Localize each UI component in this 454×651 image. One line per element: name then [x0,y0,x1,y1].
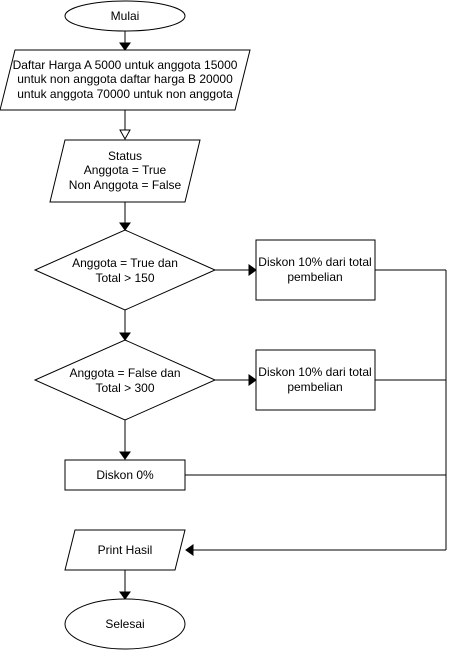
arrowhead-open-prices-to-status [119,129,131,141]
member-decision-line-2: Total > 150 [95,271,154,285]
arrowhead-decision2-to-discount2 [248,374,257,386]
arrowhead-decision1-to-discount1 [248,264,257,276]
arrowhead-merge-to-output [185,544,194,556]
nonmember-discount-line-2: pembelian [287,380,342,394]
member-discount-process: Diskon 10% dari total pembelian [255,239,376,301]
member-discount-line-2: pembelian [287,270,342,284]
arrowhead-decision1-to-decision2 [119,332,131,341]
price-list-input: Daftar Harga A 5000 untuk anggota 15000 … [0,49,251,111]
status-line-1: Status [108,149,142,163]
print-output: Print Hasil [64,529,186,571]
zero-discount-process: Diskon 0% [64,459,186,491]
nonmember-decision-line-1: Anggota = False dan [69,366,180,380]
arrowhead-start-to-prices [119,42,131,51]
member-discount-line-1: Diskon 10% dari total [258,255,371,269]
nonmember-decision: Anggota = False dan Total > 300 [33,339,217,421]
member-decision-line-1: Anggota = True dan [72,256,178,270]
start-label: Mulai [111,9,140,23]
member-decision: Anggota = True dan Total > 150 [33,229,217,311]
status-input: Status Anggota = True Non Anggota = Fals… [49,139,201,203]
nonmember-discount-process: Diskon 10% dari total pembelian [255,349,376,411]
status-line-3: Non Anggota = False [69,178,182,192]
zero-discount-label: Diskon 0% [96,468,154,482]
price-list-line-2: untuk non anggota daftar harga B 20000 [17,72,233,86]
start-terminator: Mulai [64,0,186,32]
end-terminator: Selesai [64,598,186,650]
arrowhead-decision2-to-discount0 [119,451,131,460]
price-list-line-1: Daftar Harga A 5000 untuk anggota 15000 [13,58,238,72]
nonmember-discount-line-1: Diskon 10% dari total [258,365,371,379]
arrowhead-output-to-end [119,591,131,600]
print-output-label: Print Hasil [98,543,153,557]
connectors [119,31,447,600]
price-list-line-3: untuk anggota 70000 untuk non anggota [17,87,233,101]
nonmember-decision-line-2: Total > 300 [95,381,154,395]
arrowhead-status-to-decision1 [119,222,131,231]
end-label: Selesai [105,617,144,631]
status-line-2: Anggota = True [84,163,167,177]
